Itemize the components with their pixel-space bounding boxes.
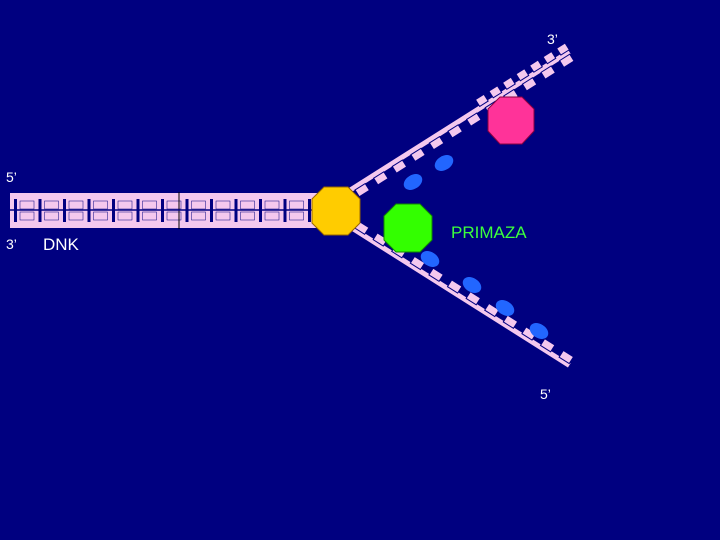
nucleotide — [372, 232, 389, 247]
nucleotide — [428, 267, 445, 283]
base-cell — [68, 211, 84, 221]
nucleotide — [484, 302, 500, 318]
base-cell — [19, 200, 35, 210]
base-cell — [68, 200, 84, 210]
nucleotide — [428, 135, 445, 151]
nucleotide-paired — [555, 42, 571, 56]
primase-octagon — [383, 203, 433, 253]
ssb-proteins-lower — [420, 251, 549, 339]
base-cell — [191, 211, 206, 221]
nucleotide — [465, 112, 482, 127]
base-cell — [264, 211, 280, 221]
nucleotide — [354, 182, 371, 198]
base-cell — [289, 200, 304, 210]
base-cell — [264, 200, 280, 210]
topoisomerase-octagon — [487, 96, 535, 145]
nucleotide-paired — [501, 76, 516, 91]
label-dnk: DNK — [43, 235, 80, 254]
base-cell — [142, 200, 157, 210]
dsdna-bottom-strand — [10, 222, 335, 228]
base-cell — [19, 211, 35, 221]
label-left-3prime: 3’ — [6, 236, 17, 252]
nucleotide — [539, 338, 556, 353]
base-cell — [215, 211, 231, 221]
ssb-protein — [529, 323, 549, 339]
ssb-protein — [403, 174, 423, 190]
nucleotide-paired — [515, 67, 530, 82]
base-cell — [215, 200, 231, 210]
base-cell — [240, 200, 255, 210]
nucleotide-paired — [474, 93, 489, 108]
nucleotide-paired — [488, 85, 503, 99]
nucleotide — [410, 147, 426, 163]
base-cell — [44, 211, 59, 221]
base-cell — [166, 211, 182, 221]
nucleotide — [502, 314, 519, 330]
base-cell — [289, 211, 304, 221]
nucleotide — [446, 279, 463, 294]
upper-strand-backbone — [331, 49, 571, 204]
ssb-proteins-upper — [403, 155, 454, 190]
ssb-protein — [434, 155, 454, 171]
nucleotide — [558, 349, 575, 365]
base-cell — [117, 211, 133, 221]
nucleotide-paired — [528, 59, 543, 73]
double-stranded-dna — [10, 192, 335, 229]
nucleotide — [447, 124, 464, 139]
base-cell — [44, 200, 59, 210]
ssb-protein — [420, 251, 440, 267]
label-top-3prime: 3’ — [547, 31, 558, 47]
label-bottom-5prime: 5’ — [540, 386, 551, 402]
label-primaza: PRIMAZA — [451, 223, 527, 242]
ssb-protein — [495, 300, 515, 316]
nucleotide — [558, 53, 575, 69]
nucleotide — [372, 171, 389, 186]
nucleotide — [391, 159, 408, 174]
lower-strand-backbone — [331, 213, 571, 368]
ssb-protein — [462, 277, 482, 293]
base-cell — [191, 200, 206, 210]
nucleotide-paired — [542, 50, 557, 65]
base-cell — [240, 211, 255, 221]
base-cell — [142, 211, 157, 221]
upper-single-strand — [331, 42, 575, 204]
base-cell — [117, 200, 133, 210]
label-left-5prime: 5’ — [6, 169, 17, 185]
base-cell — [166, 200, 182, 210]
base-cell — [93, 200, 108, 210]
helicase-octagon — [311, 186, 361, 236]
nucleotide — [465, 290, 482, 306]
nucleotide — [521, 77, 538, 92]
nucleotide — [540, 65, 557, 80]
nucleotide — [409, 255, 426, 271]
dsdna-top-strand — [10, 193, 335, 199]
base-cell — [93, 211, 108, 221]
